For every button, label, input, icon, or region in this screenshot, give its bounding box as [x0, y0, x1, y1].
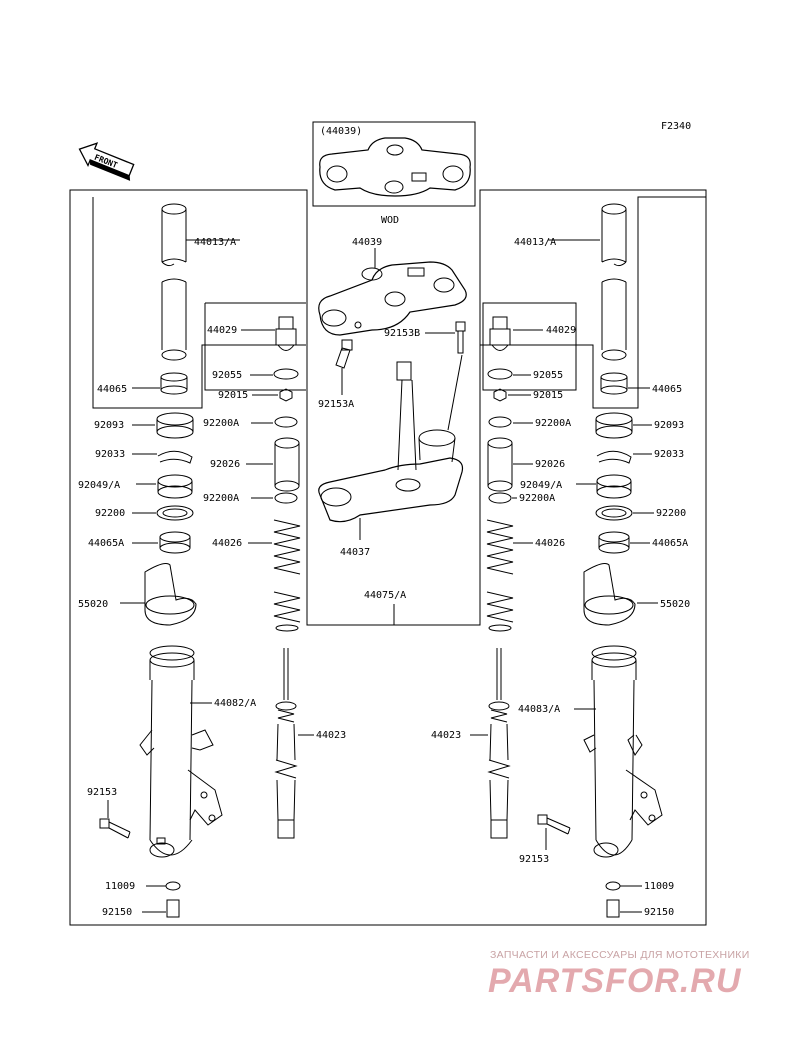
label-55020-right: 55020 [660, 599, 690, 610]
right-washer-stack: 92015 92093 92200A 92033 92026 92049/A 9… [487, 388, 688, 554]
left-washer-stack: 92015 92093 92200A 92033 92026 92049/A 9… [78, 388, 300, 554]
label-44026-left: 44026 [212, 538, 242, 549]
label-44023-left: 44023 [316, 730, 346, 741]
label-44065-right: 44065 [652, 384, 682, 395]
front-arrow-icon: FRONT [78, 142, 135, 181]
label-44026-right: 44026 [535, 538, 565, 549]
label-44083A-right: 44083/A [518, 704, 560, 715]
right-outer-tube: 44083/A [518, 645, 663, 858]
main-frame [69, 121, 707, 926]
variant-label: WOD [381, 215, 399, 226]
label-92200A-right-bot: 92200A [519, 493, 555, 504]
left-dust-guard: 55020 [78, 563, 197, 626]
left-bushing: 44065 [97, 372, 188, 395]
left-damper-rod: 44023 [274, 648, 346, 839]
label-44065-left: 44065 [97, 384, 127, 395]
label-92200-right: 92200 [656, 508, 686, 519]
left-fork-cap: 44029 92055 [207, 316, 299, 381]
label-44065A-left: 44065A [88, 538, 124, 549]
label-11009-left: 11009 [105, 881, 135, 892]
label-44013A-right: 44013/A [514, 237, 556, 248]
label-92153-left: 92153 [87, 787, 117, 798]
label-44029-left: 44029 [207, 325, 237, 336]
label-92200A-left-top: 92200A [203, 418, 239, 429]
right-damper-rod: 44023 [431, 648, 511, 839]
label-92033-right: 92033 [654, 449, 684, 460]
label-44039: 44039 [352, 237, 382, 248]
label-44082A-left: 44082/A [214, 698, 256, 709]
label-44029-right: 44029 [546, 325, 576, 336]
label-92093-left: 92093 [94, 420, 124, 431]
label-92049A-left: 92049/A [78, 480, 120, 491]
label-44013A-left: 44013/A [194, 237, 236, 248]
label-92200-left: 92200 [95, 508, 125, 519]
right-bushing: 44065 [600, 372, 682, 395]
label-92055-right: 92055 [533, 370, 563, 381]
label-44023-right: 44023 [431, 730, 461, 741]
label-55020-left: 55020 [78, 599, 108, 610]
left-fork-tube: 44013/A [161, 203, 240, 361]
label-92200A-left-bot: 92200A [203, 493, 239, 504]
label-92049A-right: 92049/A [520, 480, 562, 491]
label-92200A-right-top: 92200A [535, 418, 571, 429]
left-axle-bolt: 92153 11009 92150 [87, 787, 181, 918]
label-92026-right: 92026 [535, 459, 565, 470]
label-92153A: 92153A [318, 399, 354, 410]
right-fork-cap: 44029 92055 [487, 316, 576, 381]
label-92033-left: 92033 [95, 449, 125, 460]
label-44037: 44037 [340, 547, 370, 558]
label-92093-right: 92093 [654, 420, 684, 431]
variant-ref: (44039) [320, 126, 362, 137]
label-92015-left: 92015 [218, 390, 248, 401]
upper-bracket: 44039 [318, 237, 467, 336]
label-44075A: 44075/A [364, 590, 406, 601]
bolt-92153A: 92153A [318, 339, 354, 410]
watermark-logo: PARTSFOR.RU [488, 962, 742, 1000]
left-spring: 44026 [212, 519, 301, 632]
right-spring: 44026 [486, 519, 565, 632]
figure-code: F2340 [661, 121, 691, 132]
left-outer-tube: 44082/A [139, 645, 256, 858]
steering-stem: 44037 [318, 354, 464, 558]
label-44065A-right: 44065A [652, 538, 688, 549]
label-92153-right: 92153 [519, 854, 549, 865]
label-92150-right: 92150 [644, 907, 674, 918]
bolt-92153B: 92153B [384, 321, 466, 354]
watermark-subtitle: ЗАПЧАСТИ И АКСЕССУАРЫ ДЛЯ МОТОТЕХНИКИ [490, 949, 750, 961]
label-92150-left: 92150 [102, 907, 132, 918]
right-axle-bolt: 92153 11009 92150 [519, 814, 674, 918]
label-92026-left: 92026 [210, 459, 240, 470]
right-fork-tube: 44013/A [514, 203, 627, 361]
label-11009-right: 11009 [644, 881, 674, 892]
right-dust-guard: 55020 [583, 563, 690, 626]
label-92015-right: 92015 [533, 390, 563, 401]
label-92055-left: 92055 [212, 370, 242, 381]
variant-box: (44039) WOD [319, 126, 471, 226]
label-92153B: 92153B [384, 328, 420, 339]
